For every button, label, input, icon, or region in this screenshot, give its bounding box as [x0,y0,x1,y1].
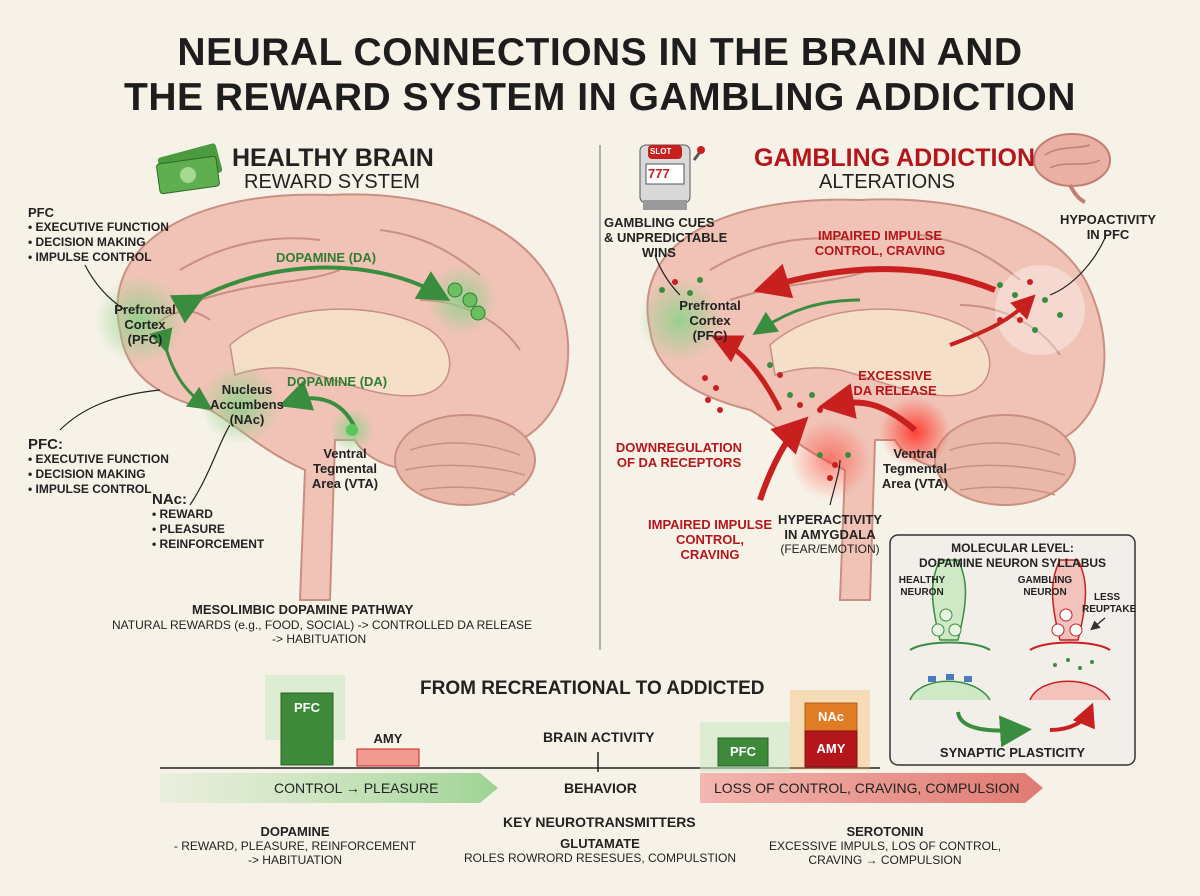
bar-pfc-left [280,692,334,766]
key-neurotransmitters-title: KEY NEUROTRANSMITTERS [503,814,696,830]
healthy-nac-list: NAc: REWARD PLEASURE REINFORCEMENT [152,492,264,552]
bar-pfc-right [717,737,769,767]
gambling-neuron-label: GAMBLING NEURON [1017,575,1073,598]
addiction-vta-region: Ventral Tegmental Area (VTA) [881,446,949,491]
healthy-pfc-region: Prefrontal Cortex (PFC) [114,302,176,347]
addiction-brain-illustration [638,198,1106,601]
bottom-title: FROM RECREATIONAL TO ADDICTED [420,678,765,699]
small-brain-icon [1033,133,1111,204]
control-pleasure-label: CONTROL → PLEASURE [274,780,439,796]
list-item: IMPULSE CONTROL [28,482,169,497]
bar-amy-right [804,730,858,768]
list-item: IMPULSE CONTROL [28,250,169,265]
reuptake-label: LESS REUPTAKE [1082,592,1137,615]
dopamine-block: DOPAMINE - REWARD, PLEASURE, REINFORCEME… [173,824,417,867]
slot-label: SLOT [650,147,672,156]
list-item: REWARD [152,507,264,522]
hypoactivity-label: HYPOACTIVITY IN PFC [1059,212,1157,242]
dopamine-label-mid: DOPAMINE (DA) [287,374,388,389]
bar-pfc-right-label: PFC [730,744,756,759]
pathway-line-2: -> HABITUATION [272,632,367,646]
pathway-line-1: NATURAL REWARDS (e.g., FOOD, SOCIAL) -> … [112,618,532,632]
addiction-heading: GAMBLING ADDICTION [754,144,1035,172]
addiction-subheading: ALTERATIONS [819,171,955,193]
hyperactivity-label: HYPERACTIVITY IN AMYGDALA (FEAR/EMOTION) [777,512,882,556]
slot-digits: 777 [648,166,670,181]
money-icon [156,143,223,195]
bar-nac-right [804,702,858,732]
pathway-title: MESOLIMBIC DOPAMINE PATHWAY [192,602,414,617]
serotonin-block: SEROTONIN EXCESSIVE IMPULS, LOS OF CONTR… [768,824,1002,867]
synaptic-plasticity-label: SYNAPTIC PLASTICITY [939,745,1086,760]
list-item: PLEASURE [152,522,264,537]
impaired-impulse-bottom: IMPAIRED IMPULSE CONTROL, CRAVING [648,517,772,562]
excessive-da-label: EXCESSIVE DA RELEASE [853,368,937,398]
list-item: DECISION MAKING [28,467,169,482]
list-item: EXECUTIVE FUNCTION [28,452,169,467]
dopamine-label-top: DOPAMINE (DA) [276,250,377,265]
dopamine-dots [659,277,1063,481]
addiction-pfc-region: Prefrontal Cortex (PFC) [679,298,741,343]
bar-amy-left-label: AMY [373,731,403,746]
loss-of-control-label: LOSS OF CONTROL, CRAVING, COMPULSION [714,780,1020,796]
main-title: NEURAL CONNECTIONS IN THE BRAIN AND THE … [0,30,1200,120]
list-item: DECISION MAKING [28,235,169,250]
healthy-heading: HEALTHY BRAIN [232,144,434,172]
loss-arrow [700,773,1043,803]
healthy-pfc-list: PFC EXECUTIVE FUNCTION DECISION MAKING I… [28,205,169,265]
molecular-box [889,534,1136,766]
slot-machine-icon [639,144,705,210]
glutamate-block: GLUTAMATE ROLES ROWRORD RESESUES, COMPUL… [463,836,737,865]
healthy-pfc-list-2: PFC: EXECUTIVE FUNCTION DECISION MAKING … [28,437,169,497]
healthy-vta-region: Ventral Tegmental Area (VTA) [311,446,379,491]
control-arrow [160,773,498,803]
behavior-label: BEHAVIOR [564,780,637,796]
gambling-cues-label: GAMBLING CUES & UNPREDICTABLE WINS [604,215,728,260]
healthy-neuron-label: HEALTHY NEURON [898,575,946,598]
molecular-title: MOLECULAR LEVEL: DOPAMINE NEURON SYLLABU… [918,541,1107,570]
title-line-1: NEURAL CONNECTIONS IN THE BRAIN AND [177,31,1023,74]
title-line-2: THE REWARD SYSTEM IN GAMBLING ADDICTION [124,76,1076,119]
bar-amy-right-label: AMY [816,741,846,756]
healthy-subheading: REWARD SYSTEM [244,171,420,193]
list-item: REINFORCEMENT [152,537,265,552]
bottom-graphics [160,675,1043,803]
impaired-impulse-top: IMPAIRED IMPULSE CONTROL, CRAVING [814,228,946,258]
bar-pfc-left-label: PFC [294,700,320,715]
healthy-brain-illustration [59,193,570,601]
bar-nac-right-label: NAc [817,709,844,724]
list-item: EXECUTIVE FUNCTION [28,220,169,235]
bar-amy-left [356,748,420,767]
downregulation-label: DOWNREGULATION OF DA RECEPTORS [615,440,743,470]
healthy-nac-region: Nucleus Accumbens (NAc) [210,382,284,427]
brain-activity-label: BRAIN ACTIVITY [543,729,655,745]
